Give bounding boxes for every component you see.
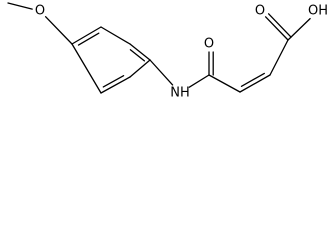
bond-c_ar1-c_ar2: [71, 26, 102, 45]
bond-ch3-o_methoxy: [7, 2, 33, 10]
bond-c_ar2-c_ar3: [100, 26, 131, 45]
atom-label-nh-amide: NH: [170, 86, 190, 101]
bond-c_alkene1-c_alkene2: [239, 74, 271, 93]
bond-c_ar4-c_ar5: [129, 59, 151, 78]
atom-label-o-methoxy: O: [35, 4, 45, 19]
molecule-structure: O NH O O OH: [7, 2, 328, 101]
bond-c_ar6-c_ar1: [71, 43, 102, 94]
bond-n_amide-c_amide: [188, 74, 210, 88]
bond-c_ar5-c_ar6: [100, 76, 131, 94]
bond-c_ar4-n_amide: [149, 59, 174, 86]
bond-c_alkene2-c_acid: [269, 39, 289, 76]
bond-c_alkene1-c_alkene2-second: [240, 72, 265, 87]
atom-label-o-amide: O: [204, 37, 214, 52]
bond-c_amide-c_alkene1: [208, 74, 241, 93]
bond-c_acid-o_acid_oh: [287, 17, 311, 41]
bond-c_ar1-c_ar2-inner: [77, 32, 100, 46]
atom-label-layer: O NH O O OH: [35, 4, 328, 101]
atom-label-o-acid-double: O: [255, 4, 265, 19]
bond-c_ar3-c_ar4: [129, 43, 151, 61]
bond-c_ar3-c_ar4-inner: [129, 49, 146, 62]
bond-layer: [7, 2, 311, 94]
bond-c_acid-o_acid_dbl: [264, 16, 289, 41]
bond-c_acid-o_acid_dbl-second: [267, 13, 292, 38]
bond-o_methoxy-c_ar1: [44, 16, 73, 45]
atom-label-oh-acid: OH: [308, 4, 328, 19]
bond-c_ar5-c_ar6-inner: [102, 75, 125, 88]
